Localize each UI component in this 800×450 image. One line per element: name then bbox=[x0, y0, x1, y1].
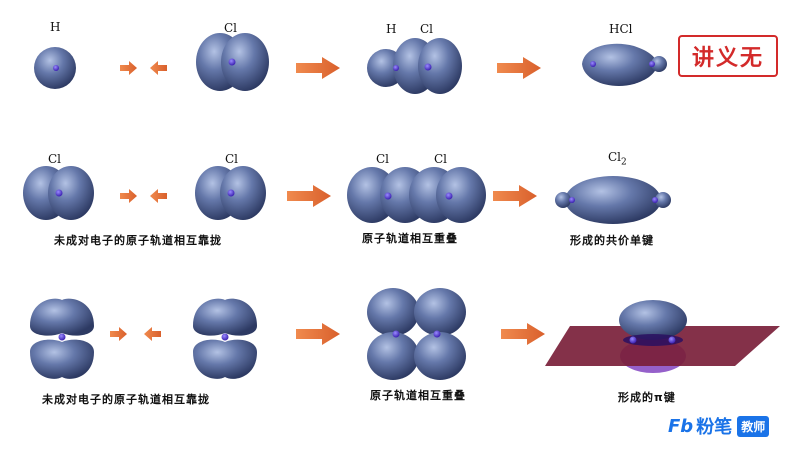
row1-hcl-molecule bbox=[582, 43, 667, 86]
big-arrow-right-icon bbox=[287, 185, 331, 207]
brand-logo-icon: Fb bbox=[668, 415, 694, 437]
big-arrow-right-icon bbox=[296, 57, 340, 79]
brand-name: 粉笔 bbox=[696, 417, 733, 438]
nucleus-dot bbox=[221, 333, 229, 341]
arrow-left-icon bbox=[150, 61, 167, 75]
row2-cl2-molecule bbox=[555, 176, 671, 224]
row2-overlap bbox=[347, 167, 486, 223]
row3-pi-bond bbox=[545, 300, 780, 373]
nucleus-dot bbox=[392, 330, 400, 338]
brand-tag: 教师 bbox=[737, 415, 770, 437]
row1-cl-atom bbox=[196, 33, 269, 91]
big-arrow-right-icon bbox=[497, 57, 541, 79]
big-arrow-right-icon bbox=[493, 185, 537, 207]
row3-p-orbital-b bbox=[193, 298, 257, 379]
nucleus-dot bbox=[629, 336, 637, 344]
row3-overlap bbox=[367, 288, 466, 380]
row1-approach-arrows bbox=[120, 61, 167, 75]
big-arrow-right-icon bbox=[296, 323, 340, 345]
label-cl-a: Cl bbox=[48, 152, 62, 166]
row3-p-orbital-a bbox=[30, 298, 94, 379]
nucleus-dot bbox=[55, 189, 63, 197]
nucleus-dot bbox=[652, 197, 658, 203]
nucleus-dot bbox=[228, 58, 236, 66]
row1-overlap bbox=[367, 38, 462, 94]
brand-watermark: Fb 粉笔 教师 bbox=[668, 414, 770, 438]
nucleus-dot bbox=[433, 330, 441, 338]
nucleus-dot bbox=[384, 192, 392, 200]
caption-overlap: 原子轨道相互重叠 bbox=[362, 232, 458, 245]
arrow-right-icon bbox=[110, 327, 127, 341]
nodal-plane bbox=[545, 326, 780, 366]
nucleus-dot bbox=[569, 197, 575, 203]
nucleus-dot bbox=[649, 61, 655, 67]
row2-cl-atom-b bbox=[195, 166, 266, 220]
caption-pi-bond: 形成的π键 bbox=[618, 391, 676, 404]
nucleus-dot bbox=[227, 189, 235, 197]
label-hcl: HCl bbox=[609, 22, 633, 36]
label-cl-overlap: Cl bbox=[420, 22, 434, 36]
nucleus-dot bbox=[53, 65, 59, 71]
nucleus-dot bbox=[424, 63, 432, 71]
caption-approach: 未成对电子的原子轨道相互靠拢 bbox=[54, 234, 222, 247]
nucleus-dot bbox=[393, 65, 399, 71]
label-cl-d: Cl bbox=[434, 152, 448, 166]
label-h: H bbox=[50, 20, 61, 34]
arrow-left-icon bbox=[144, 327, 161, 341]
arrow-left-icon bbox=[150, 189, 167, 203]
row1-h-atom bbox=[34, 47, 76, 89]
big-arrow-right-icon bbox=[501, 323, 545, 345]
label-cl-c: Cl bbox=[376, 152, 390, 166]
label-cl2: Cl2 bbox=[608, 150, 627, 168]
row3-approach-arrows bbox=[110, 327, 161, 341]
label-h-overlap: H bbox=[386, 22, 397, 36]
caption-approach: 未成对电子的原子轨道相互靠拢 bbox=[42, 393, 210, 406]
arrow-right-icon bbox=[120, 61, 137, 75]
nucleus-dot bbox=[668, 336, 676, 344]
nucleus-dot bbox=[590, 61, 596, 67]
no-handout-badge: 讲义无 bbox=[678, 35, 778, 77]
caption-bond: 形成的共价单键 bbox=[570, 234, 654, 247]
nucleus-dot bbox=[445, 192, 453, 200]
row2-approach-arrows bbox=[120, 189, 167, 203]
row2-cl-atom-a bbox=[23, 166, 94, 220]
nucleus-dot bbox=[58, 333, 66, 341]
caption-overlap: 原子轨道相互重叠 bbox=[370, 389, 466, 402]
arrow-right-icon bbox=[120, 189, 137, 203]
label-cl: Cl bbox=[224, 21, 238, 35]
label-cl-b: Cl bbox=[225, 152, 239, 166]
